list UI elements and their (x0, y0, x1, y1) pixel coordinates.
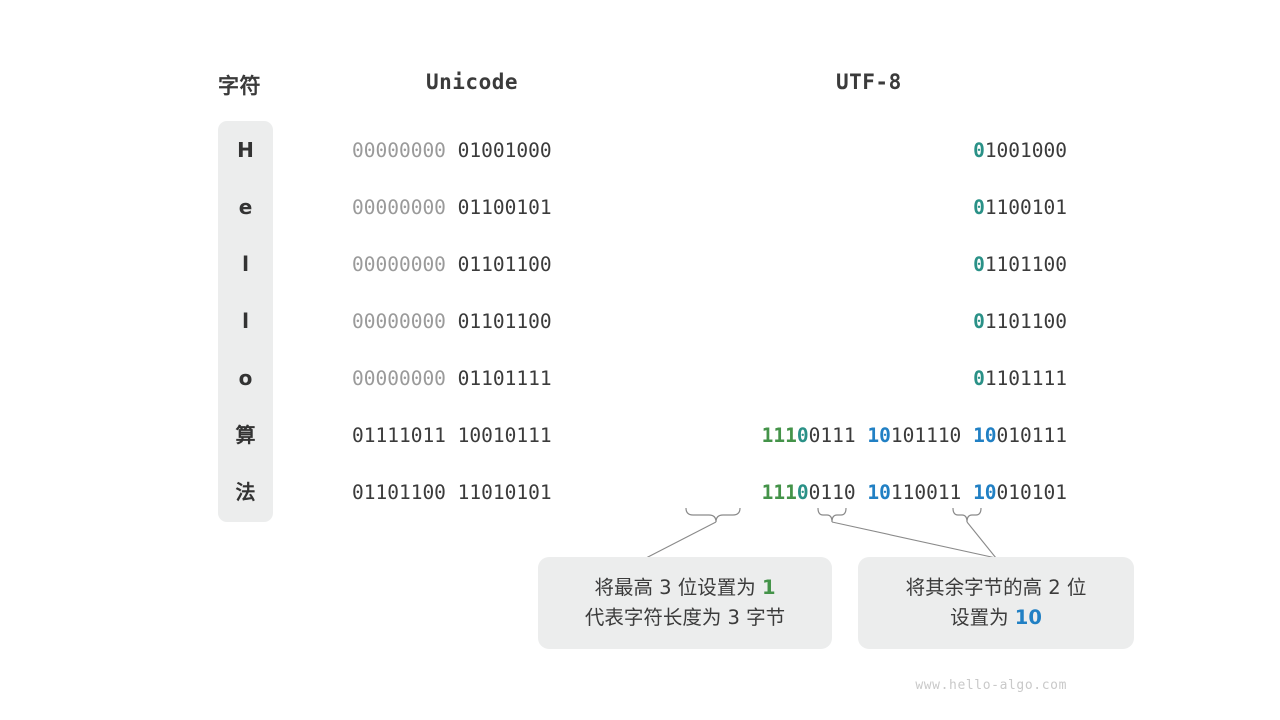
utf8-marker-bits: 0 (973, 367, 985, 390)
unicode-binary: 00000000 01100101 (352, 195, 552, 221)
utf8-binary: 11100111 10101110 10010111 (352, 423, 1067, 449)
unicode-binary: 00000000 01001000 (352, 138, 552, 164)
byte-separator (856, 424, 868, 447)
utf8-marker-bits-secondary: 0 (796, 481, 809, 504)
utf8-marker-bits: 0 (973, 253, 985, 276)
unicode-high-byte: 00000000 (352, 310, 446, 333)
utf8-marker-bits: 0 (973, 196, 985, 219)
utf8-marker-bits: 0 (973, 310, 985, 333)
unicode-high-byte: 01111011 (352, 424, 446, 447)
utf8-payload-bits: 1101111 (984, 367, 1067, 390)
leader-right-callout-b (966, 521, 997, 559)
unicode-binary: 01111011 10010111 (352, 423, 552, 449)
utf8-payload-bits: 1101100 (984, 310, 1067, 333)
utf8-marker-bits: 10 (973, 424, 997, 447)
watermark: www.hello-algo.com (915, 678, 1067, 693)
utf8-binary: 01001000 (352, 138, 1067, 164)
utf8-payload-bits: 0110 (808, 481, 856, 504)
utf8-binary: 01101100 (352, 309, 1067, 335)
utf8-payload-bits: 110011 (890, 481, 962, 504)
brace-continuation-2 (952, 507, 982, 523)
byte-separator (961, 481, 973, 504)
callout-lead-byte: 将最高 3 位设置为 1 代表字符长度为 3 字节 (538, 557, 832, 649)
utf8-binary: 01101100 (352, 252, 1067, 278)
utf8-payload-bits: 1100101 (984, 196, 1067, 219)
utf8-payload-bits: 010111 (996, 424, 1067, 447)
utf8-marker-bits: 111 (761, 424, 797, 447)
callout-right-line2: 设置为 10 (950, 606, 1042, 629)
character-cell: l (242, 309, 249, 333)
utf8-payload-bits: 101110 (890, 424, 962, 447)
unicode-binary: 00000000 01101111 (352, 366, 552, 392)
byte-separator (856, 481, 868, 504)
unicode-binary: 01101100 11010101 (352, 480, 552, 506)
header-utf8: UTF-8 (836, 70, 902, 94)
character-cell: l (242, 252, 249, 276)
character-cell: 算 (235, 423, 256, 447)
callout-left-line2: 代表字符长度为 3 字节 (584, 606, 786, 629)
utf8-binary: 01100101 (352, 195, 1067, 221)
utf8-marker-bits-secondary: 0 (796, 424, 809, 447)
utf8-payload-bits: 1101100 (984, 253, 1067, 276)
header-character: 字符 (218, 74, 261, 98)
leader-right-callout-a (831, 521, 997, 559)
unicode-low-byte: 01101100 (445, 310, 552, 333)
utf8-payload-bits: 010101 (996, 481, 1067, 504)
utf8-marker-bits: 10 (867, 424, 891, 447)
unicode-high-byte: 00000000 (352, 253, 446, 276)
utf8-marker-bits: 0 (973, 139, 985, 162)
unicode-high-byte: 00000000 (352, 139, 446, 162)
character-cell: o (238, 366, 253, 390)
leader-left-callout (645, 521, 717, 559)
utf8-binary: 01101111 (352, 366, 1067, 392)
unicode-low-byte: 11010101 (445, 481, 552, 504)
utf8-marker-bits: 10 (867, 481, 891, 504)
character-cell: e (238, 195, 253, 219)
utf8-payload-bits: 0111 (808, 424, 856, 447)
utf8-marker-bits: 10 (973, 481, 997, 504)
unicode-low-byte: 01100101 (445, 196, 552, 219)
unicode-high-byte: 01101100 (352, 481, 446, 504)
character-cell: 法 (235, 480, 256, 504)
unicode-high-byte: 00000000 (352, 367, 446, 390)
utf8-marker-bits: 111 (761, 481, 797, 504)
header-unicode: Unicode (426, 70, 519, 94)
brace-continuation-1 (817, 507, 847, 523)
unicode-high-byte: 00000000 (352, 196, 446, 219)
callout-continuation-byte: 将其余字节的高 2 位 设置为 10 (858, 557, 1134, 649)
callout-right-line1: 将其余字节的高 2 位 (905, 575, 1087, 599)
unicode-low-byte: 01101111 (445, 367, 552, 390)
unicode-binary: 00000000 01101100 (352, 309, 552, 335)
callout-left-line1: 将最高 3 位设置为 1 (594, 575, 776, 599)
utf8-binary: 11100110 10110011 10010101 (352, 480, 1067, 506)
byte-separator (961, 424, 973, 447)
unicode-low-byte: 01101100 (445, 253, 552, 276)
brace-lead-marker (685, 507, 741, 523)
character-cell: H (237, 138, 254, 162)
unicode-binary: 00000000 01101100 (352, 252, 552, 278)
unicode-low-byte: 10010111 (445, 424, 552, 447)
utf8-payload-bits: 1001000 (984, 139, 1067, 162)
unicode-low-byte: 01001000 (445, 139, 552, 162)
